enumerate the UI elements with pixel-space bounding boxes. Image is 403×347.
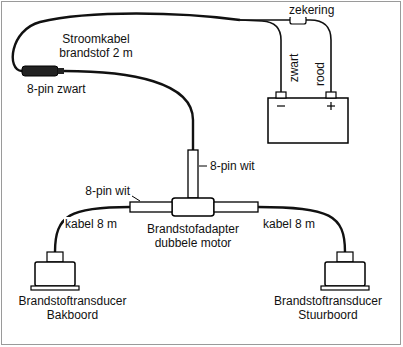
leader-line: [132, 196, 140, 201]
minus-symbol: [277, 105, 285, 106]
white-connector: [130, 202, 172, 212]
cable-label: kabel 8 m: [64, 217, 118, 231]
fuse-label: zekering: [288, 3, 335, 17]
black-connector-tip: [58, 68, 64, 74]
fuel-transducer: [31, 252, 79, 290]
frame: [2, 2, 401, 345]
transducer-label: Brandstoftransducer Bakboord: [4, 294, 141, 322]
adapter-label: Brandstofadapter dubbele motor: [132, 222, 254, 250]
connector-label: 8-pin wit: [209, 159, 256, 173]
battery: [268, 98, 348, 143]
battery-terminal: [276, 92, 286, 98]
cable-8m: [55, 207, 130, 252]
wire-label: rood: [313, 61, 327, 87]
fuel-adapter: [172, 198, 214, 216]
plus-symbol: [330, 102, 331, 110]
white-connector: [214, 202, 258, 212]
red-wire: [240, 20, 331, 92]
power-cable: [13, 14, 240, 72]
battery-terminal: [326, 92, 336, 98]
black-wire: [240, 20, 281, 92]
connector-label: 8-pin zwart: [26, 82, 87, 96]
transducer-label: Brandstoftransducer Stuurboord: [260, 294, 397, 322]
cable-label: Stroomkabel brandstof 2 m: [47, 32, 145, 60]
wire-label: zwart: [287, 53, 301, 84]
white-connector: [188, 150, 198, 198]
connector-label: 8-pin wit: [84, 184, 131, 198]
fuel-transducer: [321, 252, 369, 290]
leader-line: [199, 166, 207, 167]
cable-8m: [258, 207, 345, 252]
black-connector: [22, 66, 58, 76]
fuse: [290, 16, 306, 24]
cable-label: kabel 8 m: [262, 217, 316, 231]
